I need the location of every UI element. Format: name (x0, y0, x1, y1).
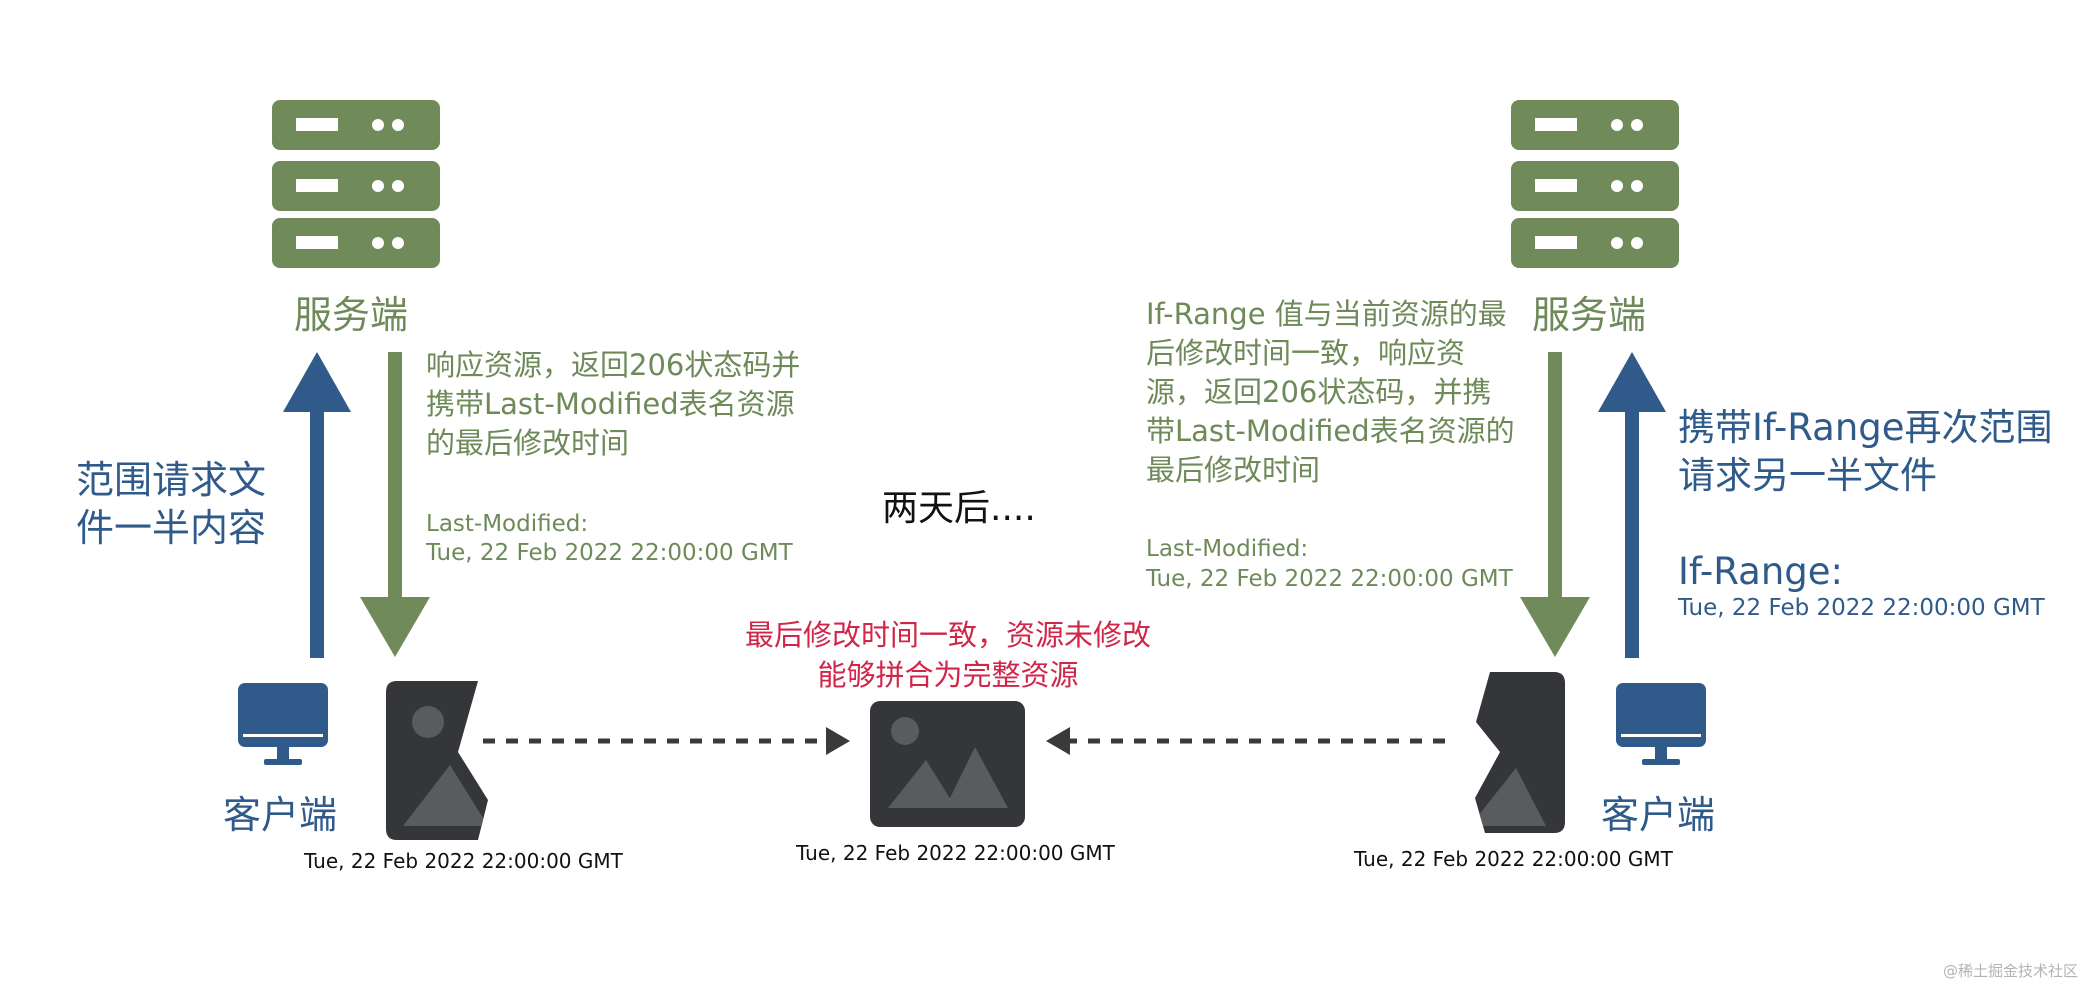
right-response-text: If-Range 值与当前资源的最后修改时间一致，响应资源，返回206状态码，并… (1146, 297, 1515, 487)
left-server-label: 服务端 (294, 293, 409, 337)
arrow-down-left (360, 352, 430, 657)
left-response-text: 响应资源，返回206状态码并携带Last-Modified表名资源的最后修改时间 (426, 348, 801, 460)
watermark: @稀土掘金技术社区 (1942, 962, 2078, 980)
left-client-label: 客户端 (223, 793, 338, 837)
right-server-label: 服务端 (1532, 293, 1647, 337)
right-last-modified-value: Tue, 22 Feb 2022 22:00:00 GMT (1146, 566, 1513, 592)
server-icon-right (1511, 100, 1679, 268)
merge-result-line1: 最后修改时间一致，资源未修改 (744, 618, 1151, 652)
monitor-icon-right (1616, 683, 1706, 765)
left-last-modified-key: Last-Modified: (426, 511, 589, 537)
right-if-range-key: If-Range: (1678, 550, 1844, 593)
left-last-modified-value: Tue, 22 Feb 2022 22:00:00 GMT (426, 540, 793, 566)
file-complete-icon (870, 701, 1025, 827)
left-request-text: 范围请求文件一半内容 (76, 458, 267, 550)
merge-arrow-right (1046, 727, 1445, 755)
right-if-range-value: Tue, 22 Feb 2022 22:00:00 GMT (1678, 595, 2045, 621)
merge-arrow-left (483, 727, 850, 755)
right-file-timestamp: Tue, 22 Feb 2022 22:00:00 GMT (1354, 847, 1673, 871)
file-half-right-icon (1475, 672, 1565, 833)
right-request-text: 携带If-Range再次范围请求另一半文件 (1678, 406, 2053, 497)
center-file-timestamp: Tue, 22 Feb 2022 22:00:00 GMT (796, 841, 1115, 865)
left-file-timestamp: Tue, 22 Feb 2022 22:00:00 GMT (304, 849, 623, 873)
merge-result-line2: 能够拼合为完整资源 (817, 658, 1079, 692)
right-client-label: 客户端 (1601, 793, 1716, 837)
arrow-up-right (1598, 352, 1666, 658)
right-last-modified-key: Last-Modified: (1146, 536, 1309, 562)
arrow-down-right (1520, 352, 1590, 657)
monitor-icon-left (238, 683, 328, 765)
elapsed-time-label: 两天后.... (882, 488, 1036, 529)
arrow-up-left (283, 352, 351, 658)
file-half-left-icon (386, 681, 488, 840)
server-icon-left (272, 100, 440, 268)
